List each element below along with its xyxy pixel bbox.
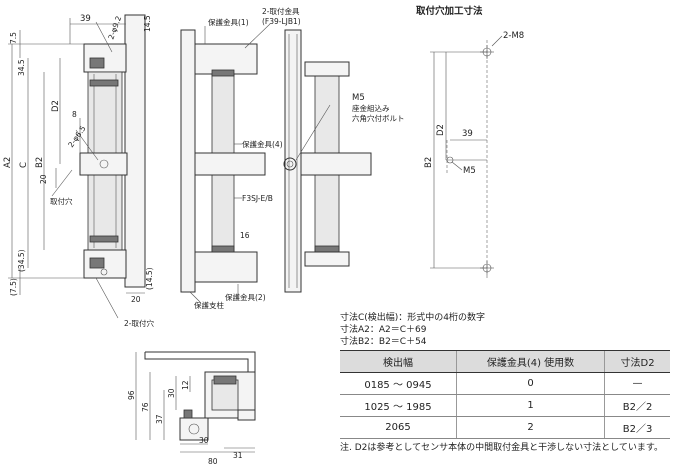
- cell-d2: —: [604, 372, 670, 395]
- label-2-m8: 2-M8: [503, 31, 524, 41]
- label-2-mounting-holes: 2-取付穴: [124, 318, 154, 328]
- footnote: 注. D2は参考としてセンサ本体の中間取付金具と干渉しない寸法としています。: [340, 443, 663, 453]
- label-guard-bracket-2: 保護金具(2): [225, 292, 266, 302]
- header-detection-width: 検出幅: [340, 350, 457, 373]
- dim-14-5: 14.5: [143, 15, 152, 32]
- dim-30-horizontal: 30: [199, 436, 209, 445]
- dim-34-5-ref: (34.5): [17, 249, 26, 272]
- dim-2-phi6-5: 2-φ6.5: [66, 124, 87, 149]
- dim-96: 96: [127, 390, 136, 400]
- hole-dimension-title: 取付穴加工寸法: [416, 6, 483, 17]
- dim-39-hole: 39: [462, 129, 473, 139]
- cell-d2: B2／3: [604, 416, 670, 439]
- dimension-notes: 寸法C(検出幅)：形式中の4桁の数字 寸法A2：A2＝C＋69 寸法B2：B2＝…: [340, 312, 670, 439]
- dim-16: 16: [240, 231, 250, 240]
- label-sensor-model: F3SJ-E/B: [242, 194, 273, 203]
- dim-d2: D2: [51, 100, 61, 112]
- header-bracket-count: 保護金具(4) 使用数: [455, 350, 605, 373]
- dim-39: 39: [80, 14, 91, 24]
- cell-width: 0185 ～ 0945: [340, 372, 457, 395]
- cell-width: 2065: [340, 416, 457, 439]
- side-view: 保護金具(1) 2-取付金具 (F39-LJB1) M5 座金組込み 六角穴付ボ…: [180, 6, 405, 310]
- table-row: 1025 ～ 1985 1 B2／2: [340, 394, 670, 417]
- table-header-row: 検出幅 保護金具(4) 使用数 寸法D2: [340, 350, 670, 373]
- label-bracket-model: (F39-LJB1): [262, 17, 301, 26]
- dim-34-5: 34.5: [17, 59, 26, 76]
- dim-7-5: 7.5: [9, 32, 18, 44]
- cell-width: 1025 ～ 1985: [340, 394, 457, 417]
- dim-b2-hole: B2: [424, 157, 434, 168]
- dim-31: 31: [233, 451, 243, 460]
- dim-30-vertical: 30: [167, 388, 176, 398]
- table-row: 0185 ～ 0945 0 —: [340, 372, 670, 395]
- dim-d2-hole: D2: [436, 124, 446, 136]
- dim-8: 8: [72, 110, 77, 119]
- label-m5: M5: [352, 93, 365, 103]
- hole-view: 2-M8 D2 39 B2 M5: [424, 31, 524, 278]
- label-mounting-hole: 取付穴: [50, 196, 73, 206]
- label-hex-socket-bolt: 六角穴付ボルト: [352, 113, 405, 123]
- dim-7-5-ref: (7.5): [9, 278, 18, 296]
- label-washer: 座金組込み: [352, 103, 390, 113]
- header-d2: 寸法D2: [604, 350, 670, 373]
- note-dimension-c: 寸法C(検出幅)：形式中の4桁の数字: [340, 313, 486, 323]
- note-dimension-a2: 寸法A2：A2＝C＋69: [340, 325, 427, 335]
- label-guard-bracket-4: 保護金具(4): [242, 139, 283, 149]
- dim-37: 37: [155, 414, 164, 424]
- label-m5-hole: M5: [463, 166, 476, 176]
- dim-2-phi9-2: 2-φ9.2: [106, 15, 123, 41]
- cell-d2: B2／2: [604, 394, 670, 417]
- dim-12: 12: [181, 380, 190, 390]
- dim-a2: A2: [3, 157, 13, 168]
- note-dimension-b2: 寸法B2：B2＝C＋54: [340, 337, 427, 347]
- label-2-mounting-brackets: 2-取付金具: [262, 6, 300, 16]
- bottom-view: 96 76 37 30 12 30 80 31: [127, 351, 256, 466]
- front-view: 39 2-φ9.2 14.5 7.5 34.5 A2 C B2 D2 8 2-φ…: [3, 14, 154, 328]
- dim-20-bottom: 20: [131, 295, 141, 304]
- dim-20: 20: [39, 174, 48, 184]
- dim-b2: B2: [35, 157, 45, 168]
- dim-14-5-ref: (14.5): [145, 267, 154, 290]
- dim-c: C: [19, 162, 29, 168]
- table-row: 2065 2 B2／3: [340, 416, 670, 439]
- dim-76: 76: [141, 402, 150, 412]
- label-guard-pillar: 保護支柱: [194, 300, 224, 310]
- cell-count: 1: [455, 394, 605, 417]
- cell-count: 0: [455, 372, 605, 395]
- dim-80: 80: [208, 457, 218, 466]
- label-guard-bracket-1: 保護金具(1): [208, 17, 249, 27]
- guard-bracket-table: 検出幅 保護金具(4) 使用数 寸法D2 0185 ～ 0945 0 — 102…: [340, 350, 670, 439]
- cell-count: 2: [455, 416, 605, 439]
